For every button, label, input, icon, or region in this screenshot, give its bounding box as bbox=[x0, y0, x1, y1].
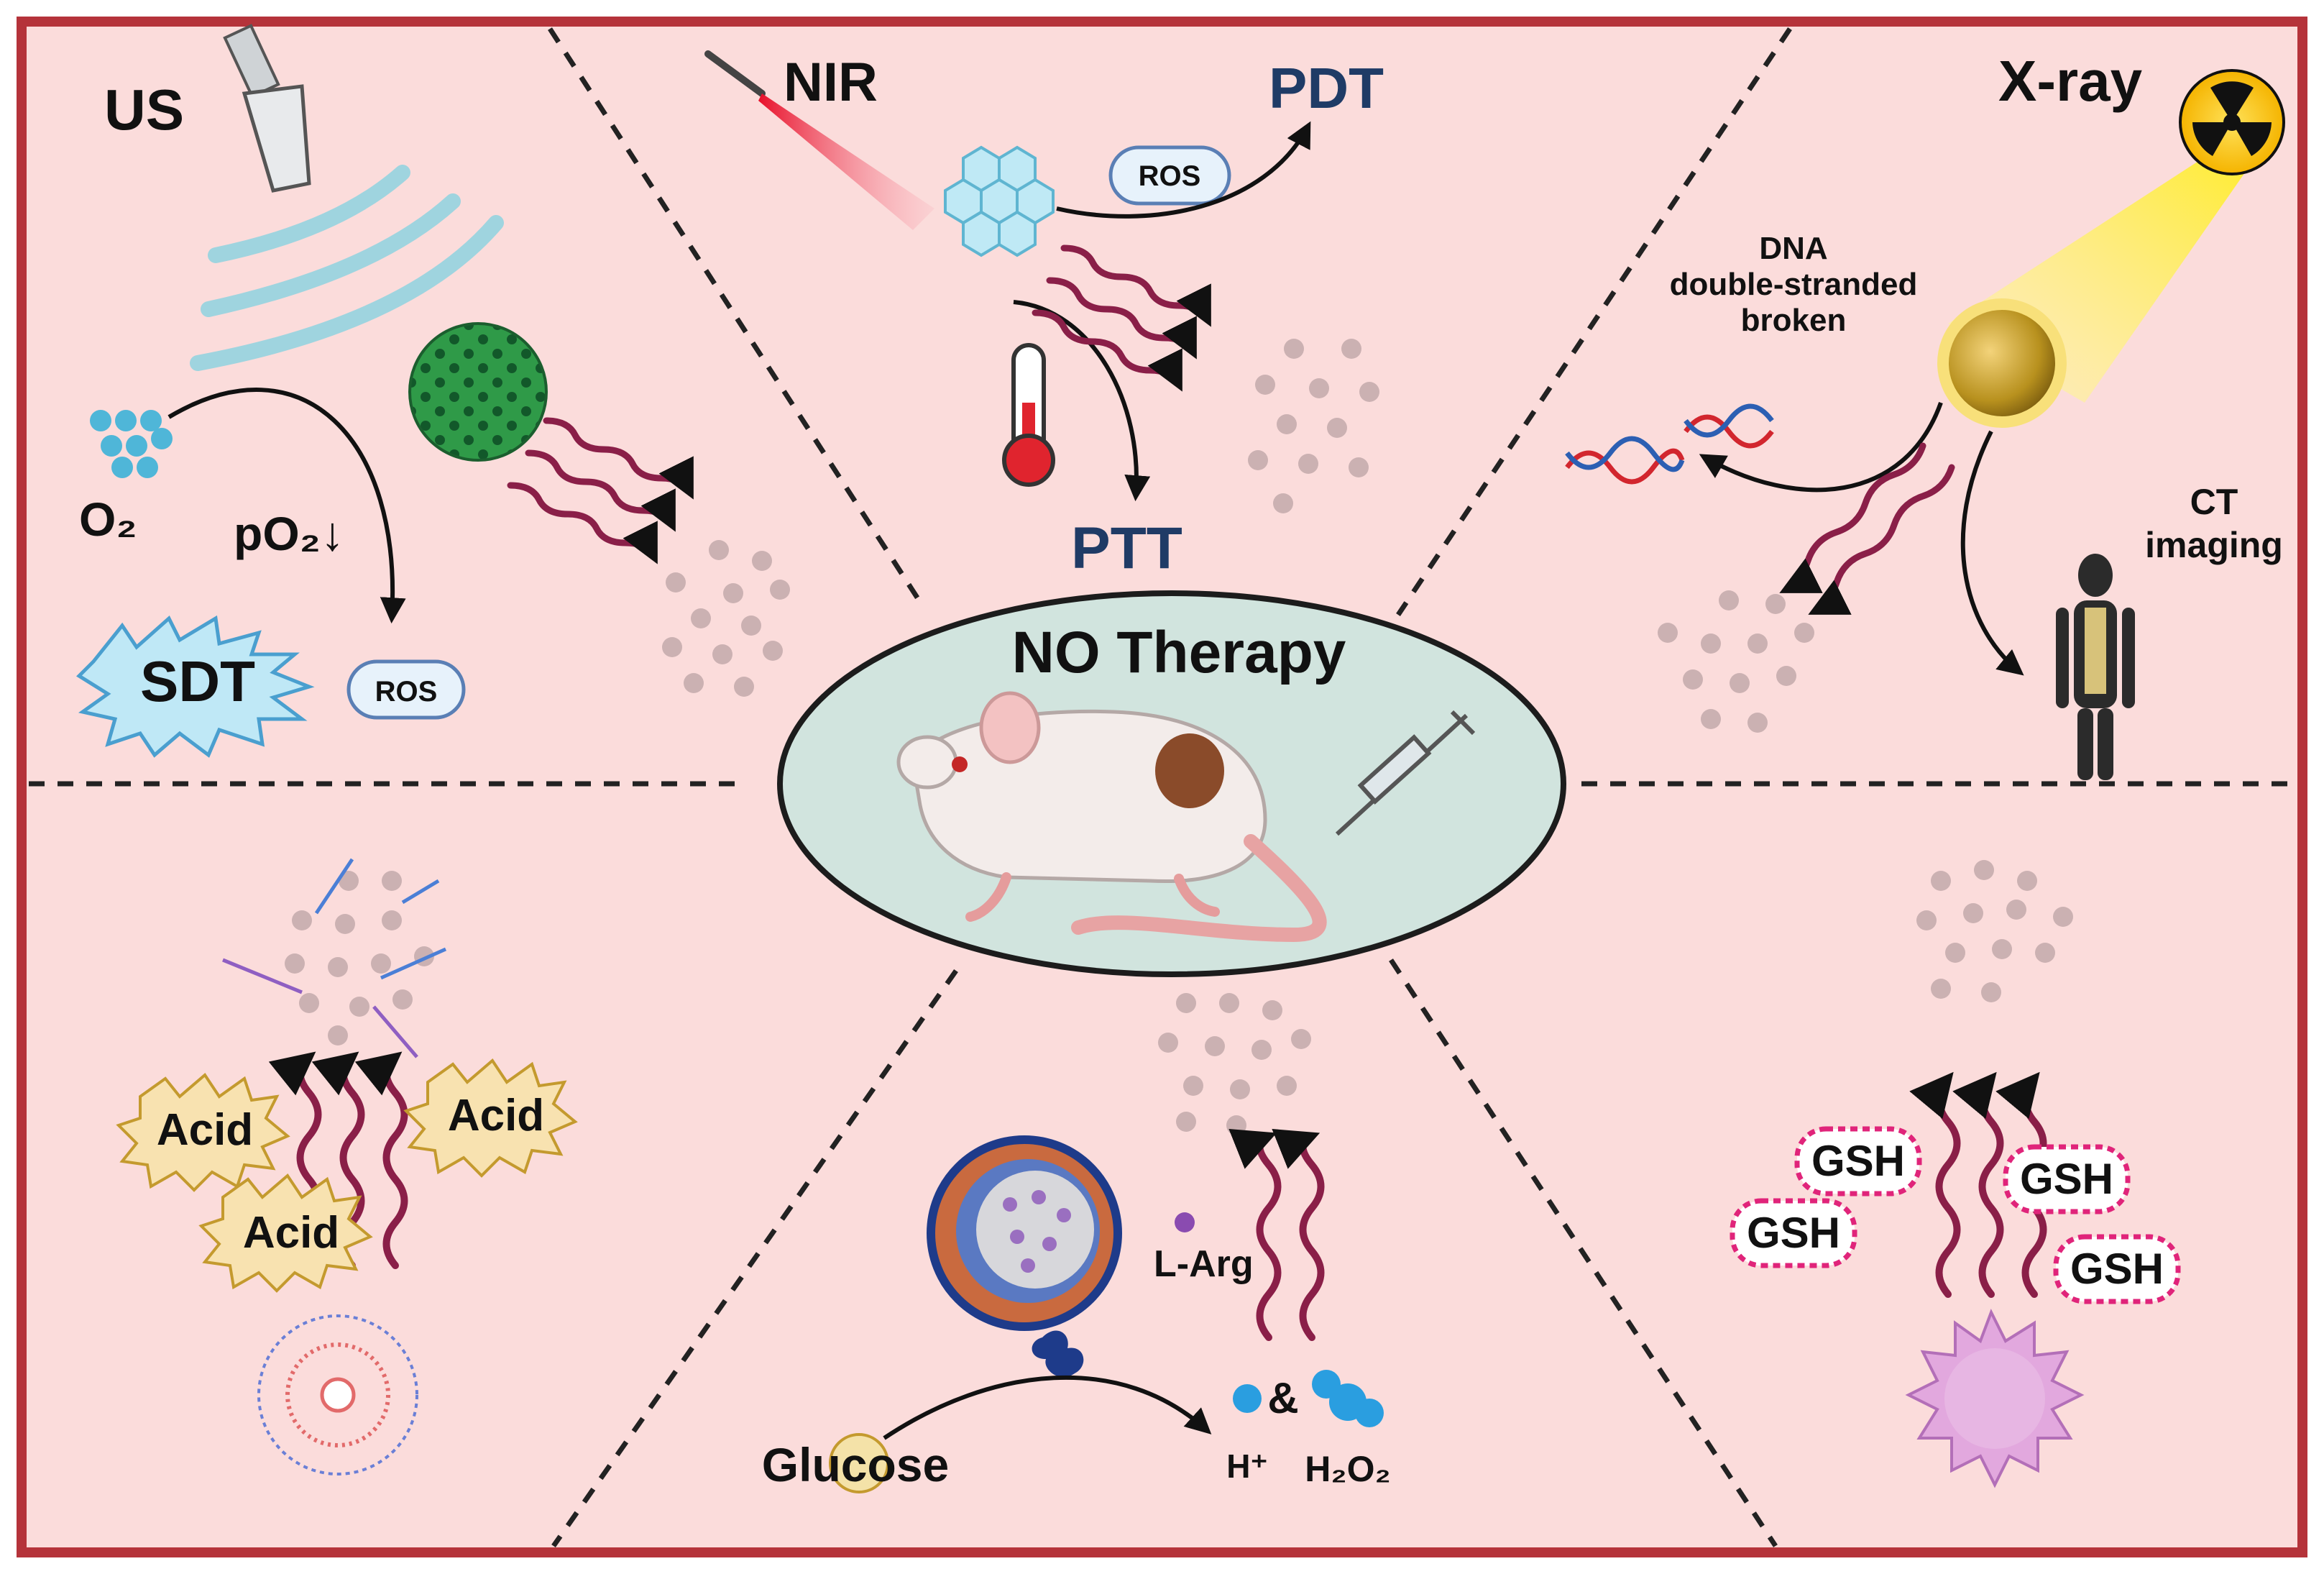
sdt-starburst: SDT bbox=[76, 615, 315, 758]
pdt-arrow bbox=[1056, 121, 1311, 219]
acid-burst-2: Acid bbox=[403, 1058, 578, 1178]
h2o2-molecule-icon bbox=[1312, 1370, 1384, 1427]
gsh-label-2: GSH bbox=[1747, 1209, 1840, 1257]
nir-label: NIR bbox=[784, 52, 878, 113]
dashed-dividers bbox=[29, 27, 2295, 1548]
hplus-label: H⁺ bbox=[1226, 1447, 1268, 1485]
us-panel: US O₂ pO₂↓ SDT ROS bbox=[76, 24, 790, 758]
glucose-panel: L-Arg Glucose & H⁺ H₂O₂ bbox=[762, 993, 1391, 1493]
gsh-panel: GSH GSH GSH GSH bbox=[1730, 860, 2181, 1488]
gsh-badge-3: GSH bbox=[2003, 1144, 2131, 1214]
skeleton-icon bbox=[2056, 554, 2135, 780]
pdt-label: PDT bbox=[1269, 56, 1384, 120]
ultrasound-waves-icon bbox=[190, 165, 504, 371]
gsh-badge-1: GSH bbox=[1794, 1126, 1922, 1196]
graphene-sheet-icon bbox=[944, 145, 1055, 257]
enzyme-icon bbox=[1032, 1330, 1084, 1378]
center-ellipse-group: NO Therapy bbox=[777, 590, 1566, 977]
no-molecules-gsh bbox=[1916, 860, 2073, 1002]
gsh-badge-2: GSH bbox=[1730, 1198, 1857, 1268]
spiky-nanoparticle-icon bbox=[1905, 1309, 2085, 1488]
acid-panel: Acid Acid Acid bbox=[116, 858, 578, 1475]
ct-label-line2: imaging bbox=[2145, 525, 2283, 565]
laser-icon bbox=[704, 50, 934, 230]
ros-label-us: ROS bbox=[375, 676, 438, 708]
o2-label: O₂ bbox=[79, 493, 137, 546]
glucose-label: Glucose bbox=[762, 1438, 949, 1491]
gsh-label-1: GSH bbox=[1811, 1137, 1905, 1185]
center-title: NO Therapy bbox=[1012, 620, 1346, 685]
no-molecules-us bbox=[662, 540, 790, 697]
dna-label-line2: double-stranded bbox=[1670, 267, 1918, 302]
wave-arrows-glucose bbox=[1228, 1129, 1325, 1341]
no-molecules-acid bbox=[285, 871, 434, 1045]
ct-arrow bbox=[1960, 430, 2024, 676]
us-label: US bbox=[104, 78, 184, 142]
green-nanoparticle-icon bbox=[408, 322, 548, 462]
wave-arrows-nir bbox=[1032, 244, 1211, 392]
polymer-fragments bbox=[222, 858, 447, 1058]
ros-badge-nir: ROS bbox=[1108, 145, 1231, 206]
nir-panel: NIR ROS PDT PTT bbox=[704, 50, 1384, 581]
acid-burst-3: Acid bbox=[198, 1173, 373, 1293]
no-molecules-nir bbox=[1248, 339, 1379, 513]
no-molecules-xray bbox=[1658, 590, 1814, 733]
sdt-label: SDT bbox=[140, 649, 255, 713]
thermometer-icon bbox=[1002, 343, 1055, 487]
dna-arrow bbox=[1699, 401, 1943, 493]
glucose-arrow bbox=[883, 1375, 1212, 1440]
ptt-arrow bbox=[1013, 300, 1151, 502]
xray-panel: X-ray DNA double-stranded broken CT imag… bbox=[1565, 49, 2285, 780]
wave-arrows-us bbox=[507, 417, 694, 564]
dna-label-line3: broken bbox=[1741, 303, 1847, 338]
vesicle-icon bbox=[927, 1135, 1122, 1331]
micelle-icon bbox=[257, 1314, 418, 1475]
ros-badge-us: ROS bbox=[346, 659, 466, 720]
gsh-label-3: GSH bbox=[2020, 1155, 2113, 1203]
ptt-label: PTT bbox=[1071, 516, 1182, 581]
wave-arrows-xray bbox=[1779, 442, 1955, 615]
mouse-icon bbox=[896, 691, 1327, 943]
ultrasound-probe-icon bbox=[223, 24, 311, 193]
acid-label-1: Acid bbox=[157, 1105, 253, 1155]
acid-label-2: Acid bbox=[448, 1091, 544, 1140]
h-plus-icon bbox=[1233, 1384, 1262, 1413]
gold-nanoparticle-icon bbox=[1937, 298, 2067, 428]
ampersand-label: & bbox=[1267, 1374, 1298, 1422]
no-molecules-glucose bbox=[1158, 993, 1311, 1135]
ct-label-line1: CT bbox=[2190, 482, 2238, 522]
gsh-badge-4: GSH bbox=[2053, 1234, 2181, 1304]
oxygen-molecules-icon bbox=[90, 410, 173, 478]
acid-label-3: Acid bbox=[243, 1208, 339, 1258]
xray-label: X-ray bbox=[1998, 49, 2143, 113]
us-arrow bbox=[167, 388, 406, 624]
acid-burst-1: Acid bbox=[116, 1073, 290, 1192]
po2-label: pO₂↓ bbox=[234, 507, 344, 560]
dna-label-line1: DNA bbox=[1759, 231, 1827, 266]
h2o2-label: H₂O₂ bbox=[1305, 1449, 1390, 1489]
glucose-molecule-icon bbox=[829, 1433, 889, 1493]
ros-label-nir: ROS bbox=[1139, 160, 1201, 192]
larg-molecule-icon bbox=[1175, 1212, 1195, 1232]
larg-label: L-Arg bbox=[1154, 1243, 1254, 1285]
radiation-icon bbox=[2179, 69, 2285, 175]
gsh-label-4: GSH bbox=[2070, 1245, 2164, 1293]
broken-dna-icon bbox=[1565, 403, 1774, 485]
syringe-icon bbox=[1335, 710, 1476, 836]
